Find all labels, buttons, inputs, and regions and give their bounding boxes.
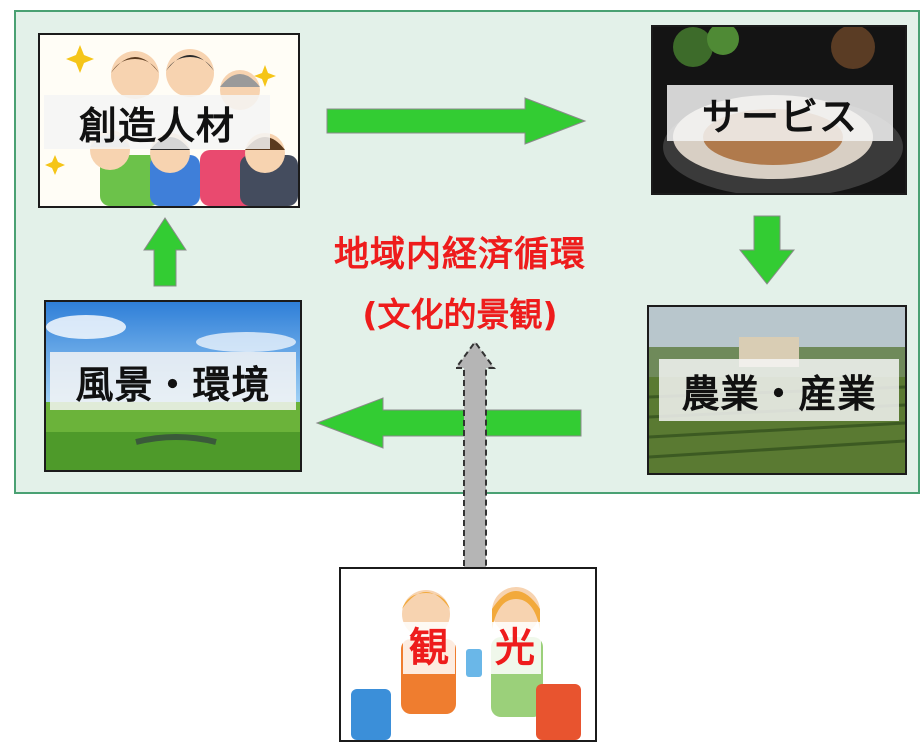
services-label: サービス	[667, 85, 893, 141]
tourists-illustration	[341, 569, 595, 740]
tourism-label-left: 観	[403, 622, 455, 674]
vineyard-photo	[649, 307, 905, 473]
arrow-people-to-services	[326, 97, 587, 145]
arrow-scenery-to-people	[143, 217, 187, 287]
people-illustration	[40, 35, 298, 206]
tourism-label-right: 光	[489, 622, 541, 674]
center-subtitle: (文化的景観)	[362, 295, 558, 334]
services-card: サービス	[651, 25, 907, 195]
agriculture-label: 農業・産業	[659, 359, 899, 421]
tourism-arrow	[454, 340, 496, 576]
agriculture-card: 農業・産業	[647, 305, 907, 475]
arrow-agriculture-to-scenery	[315, 397, 582, 449]
scenery-card: 風景・環境	[44, 300, 302, 472]
creative-people-card: 創造人材	[38, 33, 300, 208]
tourism-card: 観 光	[339, 567, 597, 742]
center-title: 地域内経済循環	[333, 235, 586, 275]
creative-people-label: 創造人材	[44, 95, 270, 149]
scenery-label: 風景・環境	[50, 352, 296, 410]
arrow-services-to-agriculture	[738, 215, 796, 285]
